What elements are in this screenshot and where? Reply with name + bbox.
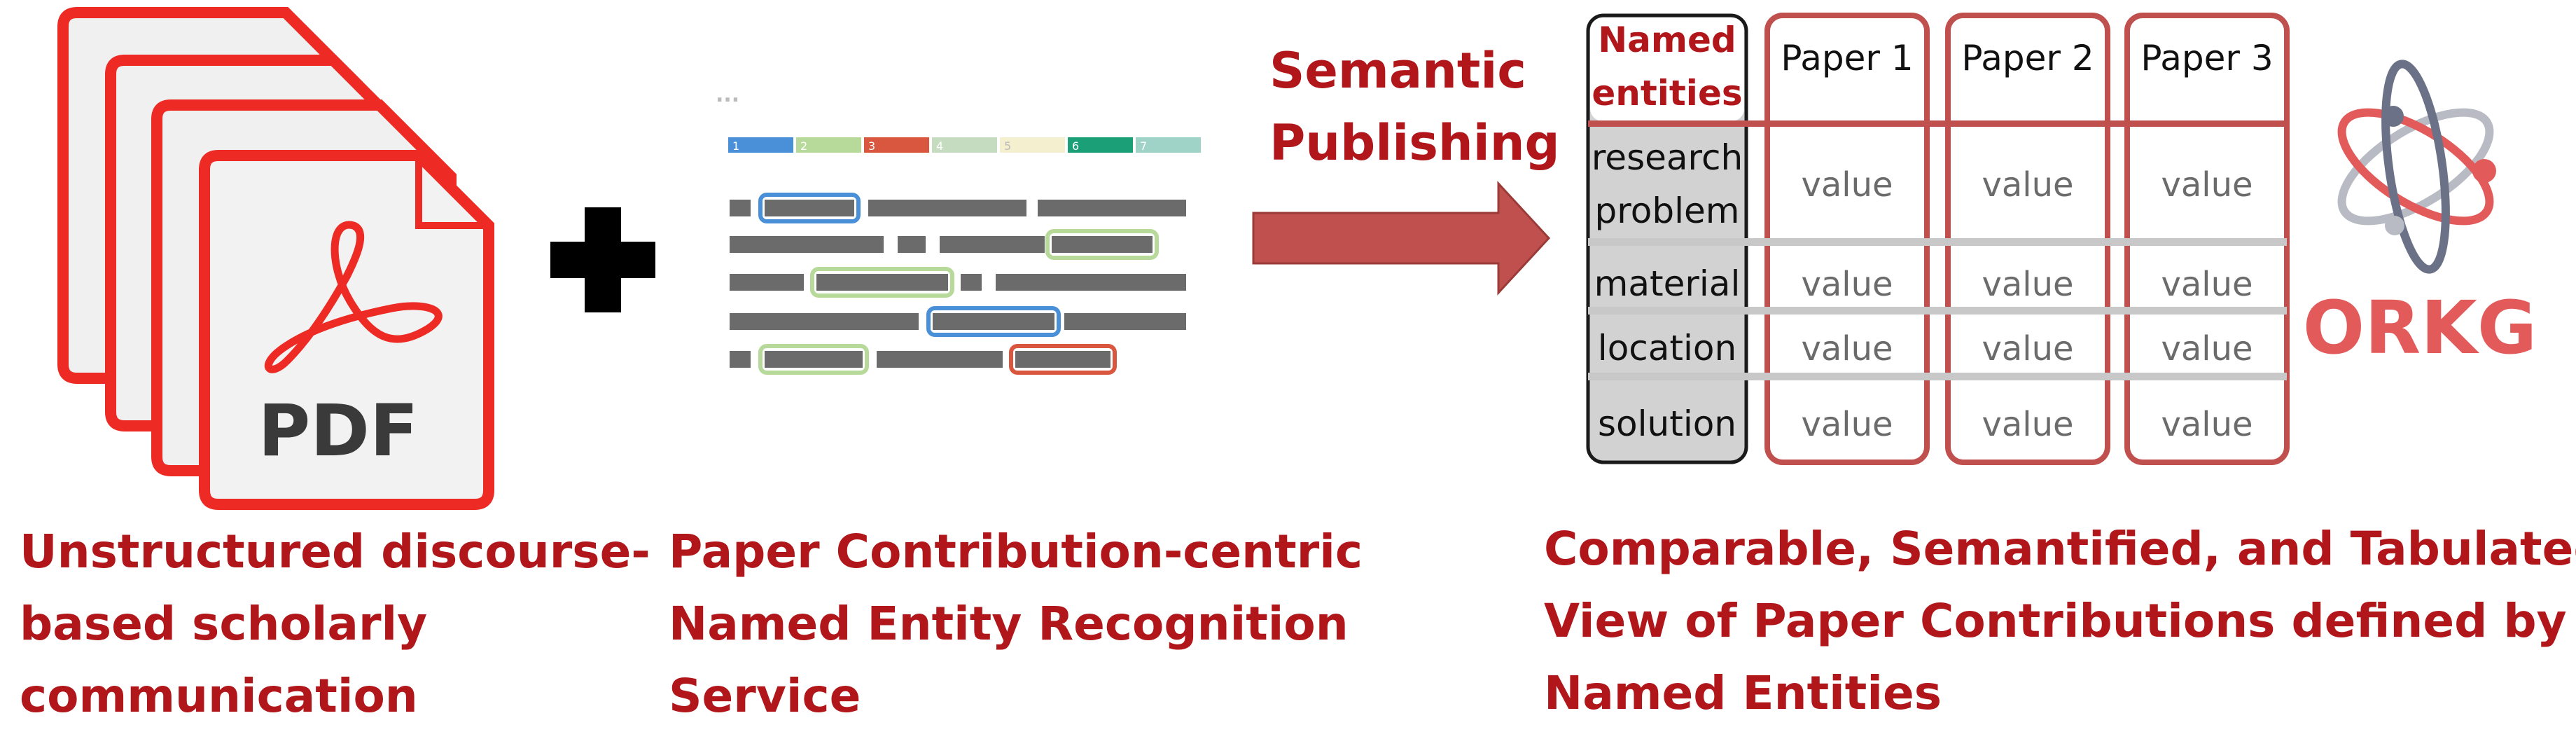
ner-legend-swatch	[932, 137, 997, 153]
caption-middle-line-2: Named Entity Recognition	[669, 597, 1349, 651]
ner-text-line	[730, 274, 804, 291]
paper-header: Paper 1	[1781, 38, 1913, 78]
ner-legend-swatch	[796, 137, 861, 153]
caption-right-line-3: Named Entities	[1544, 666, 1942, 720]
ner-text-line	[730, 351, 751, 368]
plus-icon	[550, 207, 655, 312]
ner-entity-highlight	[926, 306, 1061, 337]
orkg-logo-text: ORKG	[2303, 285, 2537, 371]
comparison-table: Named entities Paper 1 Paper 2 Paper 3 resear…	[1586, 13, 2290, 465]
ner-legend-label: 2	[800, 139, 807, 153]
caption-left: Unstructured discourse- based scholarly …	[20, 516, 650, 732]
table-cell-value: value	[1982, 405, 2073, 444]
arrow-label: Semantic Publishing	[1269, 35, 1560, 179]
ner-legend-label: 3	[868, 139, 875, 153]
ner-text-line	[1052, 236, 1153, 253]
ner-text-line	[996, 274, 1186, 291]
ner-text-line	[730, 236, 884, 253]
header-rule	[1588, 120, 2287, 127]
row-label: material	[1594, 263, 1741, 304]
ner-document-icon: ... 1 2 3 4 5 6 7	[716, 83, 1201, 375]
orkg-atom-icon: ORKG	[2303, 60, 2537, 371]
ner-text-lines	[730, 193, 1186, 375]
ner-text-line	[1038, 200, 1186, 216]
table-cell-value: value	[1801, 329, 1893, 368]
caption-right-line-1: Comparable, Semantified, and Tabulated	[1544, 522, 2576, 576]
ner-text-line	[1064, 313, 1186, 330]
paper-header: Paper 2	[1961, 38, 2094, 78]
table-cell-value: value	[1982, 165, 2073, 205]
entity-header-line: Named	[1598, 20, 1736, 60]
ner-text-line	[868, 200, 1026, 216]
caption-left-line-3: communication	[20, 669, 418, 723]
row-label: research	[1592, 137, 1743, 178]
table-cell-value: value	[2161, 329, 2253, 368]
table-cell-value: value	[1982, 265, 2073, 304]
ner-legend-swatch	[728, 137, 793, 153]
ner-legend-swatch	[1000, 137, 1065, 153]
ner-text-line	[1015, 351, 1111, 368]
row-separator	[1588, 373, 2287, 380]
ner-text-line	[933, 313, 1054, 330]
row-separator	[1588, 238, 2287, 246]
ner-text-line	[961, 274, 982, 291]
caption-middle: Paper Contribution-centric Named Entity …	[669, 516, 1363, 732]
caption-left-line-2: based scholarly	[20, 597, 428, 651]
ner-text-line	[730, 200, 751, 216]
ner-legend-swatch	[1068, 137, 1133, 153]
caption-middle-line-1: Paper Contribution-centric	[669, 525, 1363, 579]
ner-text-line	[940, 236, 1045, 253]
ner-entity-highlight	[1009, 344, 1117, 375]
ner-legend-label: 7	[1140, 139, 1147, 153]
ner-text-line	[765, 200, 854, 216]
ner-legend-label: 4	[936, 139, 943, 153]
table-cell-value: value	[2161, 405, 2253, 444]
ner-legend-label: 6	[1072, 139, 1079, 153]
row-label: solution	[1598, 403, 1736, 444]
caption-middle-line-3: Service	[669, 669, 861, 723]
pdf-page-front: PDF	[199, 150, 494, 510]
ner-legend-label: 5	[1004, 139, 1011, 153]
ner-text-line	[765, 351, 863, 368]
entity-header-line: entities	[1592, 73, 1742, 113]
ner-entity-highlight	[810, 267, 954, 298]
arrow-label-line-1: Semantic	[1269, 42, 1526, 99]
table-cell-value: value	[2161, 265, 2253, 304]
ner-text-line	[730, 313, 919, 330]
right-arrow-icon	[1252, 181, 1551, 296]
ner-text-line	[898, 236, 926, 253]
ner-dots: ...	[716, 83, 739, 107]
pdf-document-icon: PDF	[57, 7, 494, 510]
entity-header-bg	[1590, 18, 1744, 121]
ner-text-line	[877, 351, 1003, 368]
row-label: problem	[1595, 191, 1740, 231]
table-cell-value: value	[1801, 405, 1893, 444]
ner-legend-swatch	[864, 137, 929, 153]
arrow-label-line-2: Publishing	[1269, 114, 1560, 172]
ner-legend-swatch	[1136, 137, 1201, 153]
ner-legend: 1 2 3 4 5 6 7	[728, 137, 1201, 153]
caption-right: Comparable, Semantified, and Tabulated V…	[1544, 513, 2576, 729]
row-separator	[1588, 307, 2287, 315]
ner-entity-highlight	[1045, 229, 1159, 260]
table-cell-value: value	[1982, 329, 2073, 368]
paper-header: Paper 3	[2140, 38, 2273, 78]
table-cell-value: value	[1801, 265, 1893, 304]
acrobat-logo-icon	[264, 221, 443, 373]
table-cell-value: value	[1801, 165, 1893, 205]
row-label: location	[1598, 328, 1736, 368]
table-cell-value: value	[2161, 165, 2253, 205]
ner-legend-label: 1	[732, 139, 739, 153]
ner-entity-highlight	[758, 344, 869, 375]
pdf-label: PDF	[258, 389, 418, 473]
ner-entity-highlight	[758, 193, 861, 223]
caption-right-line-2: View of Paper Contributions defined by	[1544, 594, 2567, 648]
caption-left-line-1: Unstructured discourse-	[20, 525, 650, 579]
ner-text-line	[816, 274, 948, 291]
